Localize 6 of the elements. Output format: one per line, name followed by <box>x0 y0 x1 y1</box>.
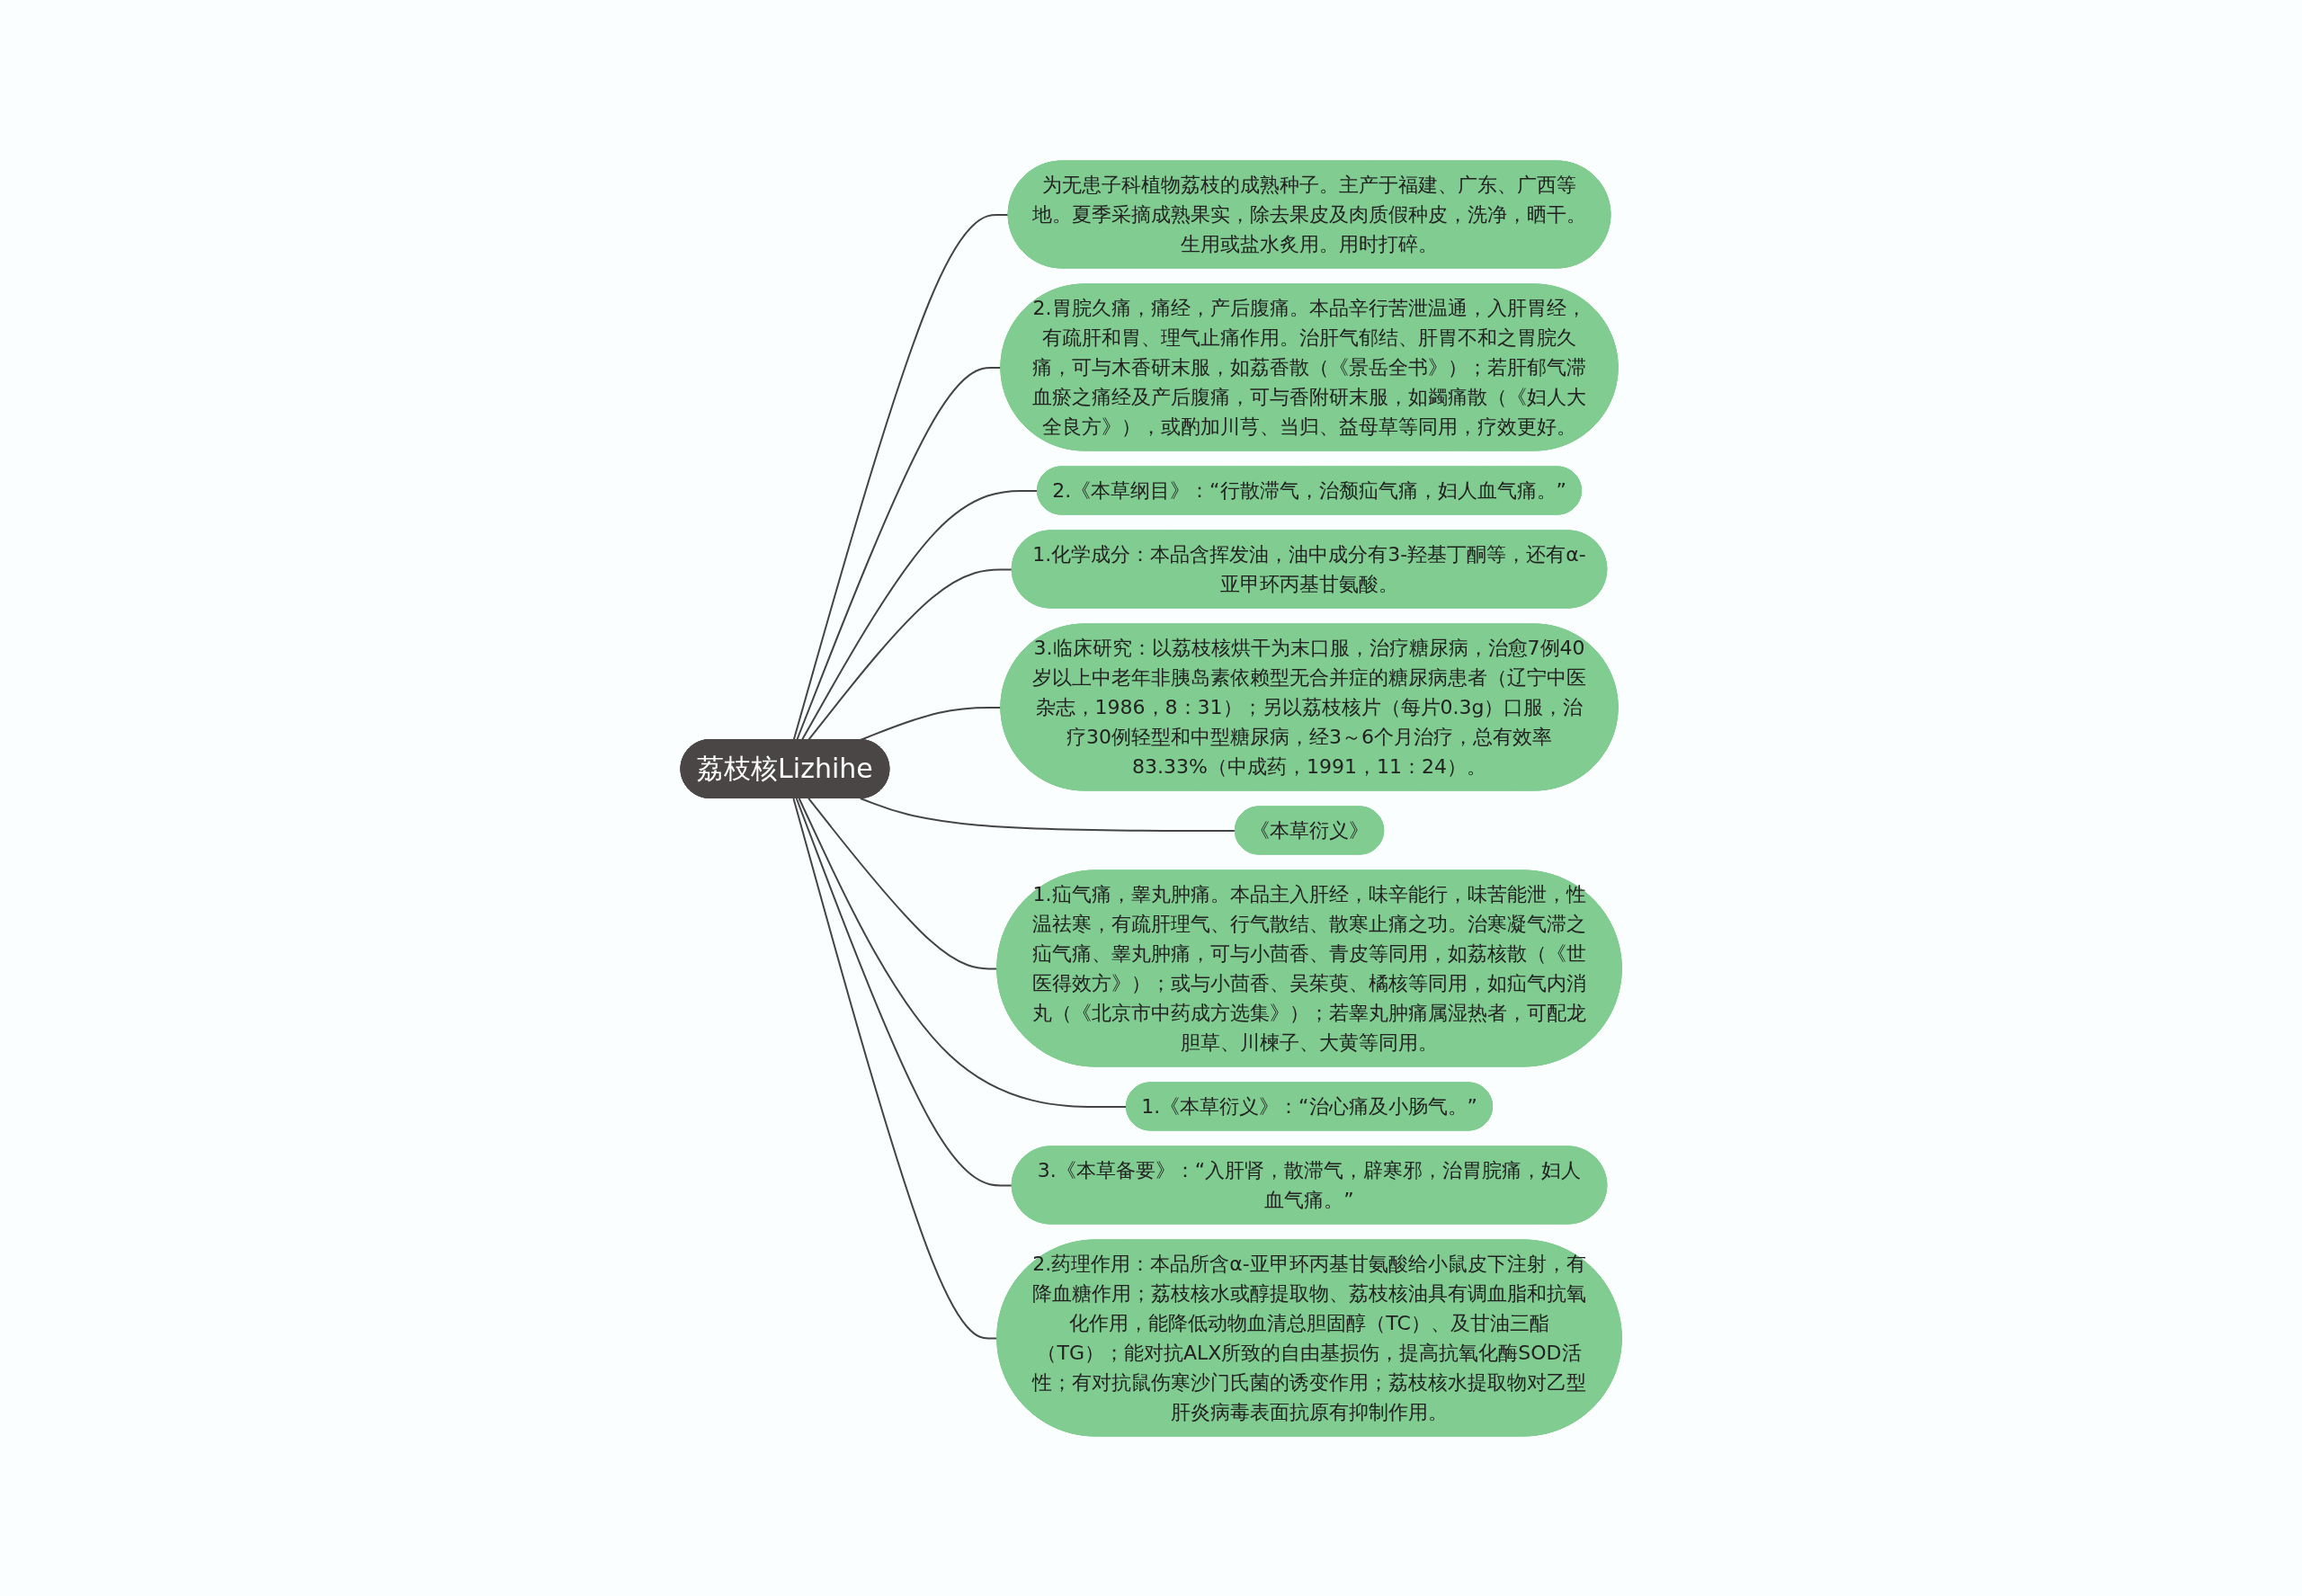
connector <box>798 797 1128 1108</box>
connector <box>800 489 1039 741</box>
connector <box>807 567 1013 741</box>
connector <box>859 797 1236 832</box>
connector <box>792 213 1010 741</box>
connector <box>795 797 1013 1186</box>
